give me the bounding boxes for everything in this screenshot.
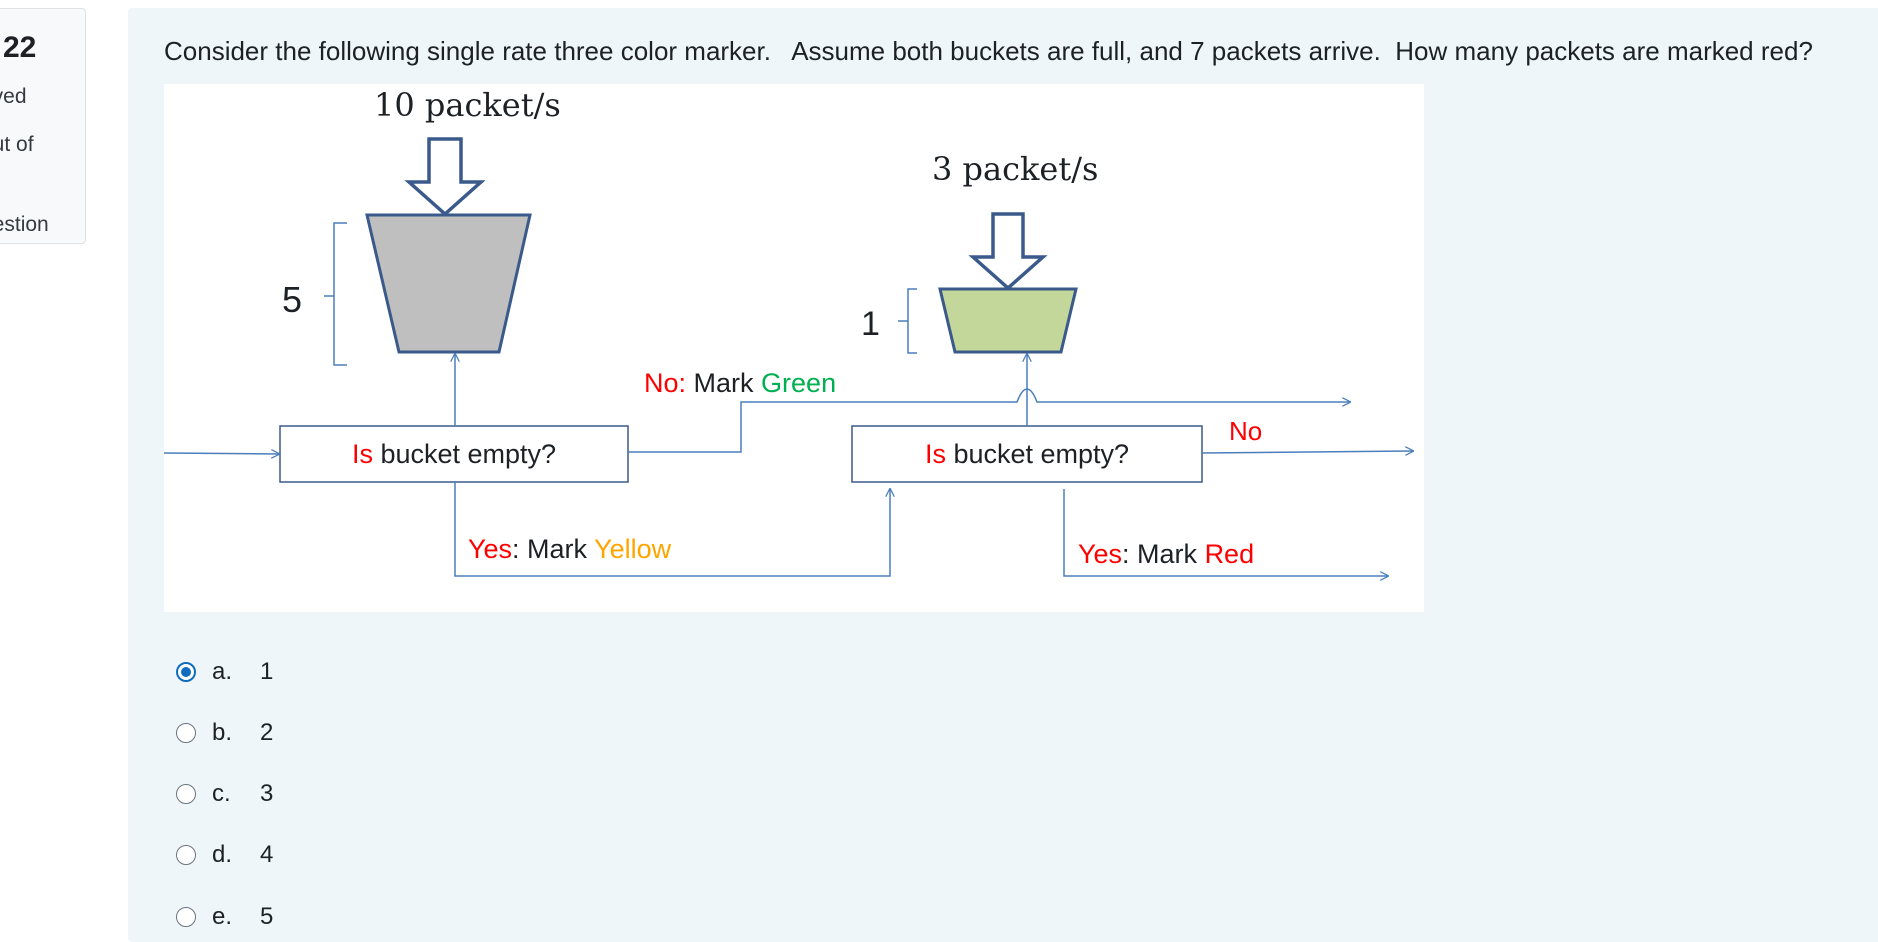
answer-option-a[interactable]: a. 1	[176, 652, 273, 692]
question-text: Consider the following single rate three…	[164, 36, 1813, 66]
radio-button-icon[interactable]	[176, 845, 196, 865]
answer-option-d[interactable]: d. 4	[176, 835, 273, 875]
answer-letter: d.	[212, 841, 233, 868]
no2-arrow	[1201, 451, 1413, 453]
yes-yellow-label: Yes: Mark Yellow	[468, 534, 672, 564]
answer-value: 2	[260, 719, 274, 746]
radio-button-icon[interactable]	[176, 907, 196, 927]
answer-value: 1	[260, 658, 274, 685]
decision-box2-label: Is bucket empty?	[925, 439, 1129, 469]
bucket2	[938, 287, 1078, 354]
question-status: aved	[0, 85, 27, 108]
answer-letter: e.	[212, 903, 233, 930]
answer-letter: c.	[212, 780, 231, 807]
question-number: 22	[3, 31, 37, 64]
answer-value: 3	[260, 780, 274, 807]
answer-value: 5	[260, 903, 274, 930]
bucket2-size: 1	[861, 305, 880, 343]
rate1-arrow-icon	[404, 137, 486, 217]
question-mark: out of	[0, 133, 34, 156]
bucket2-bracket	[898, 288, 917, 354]
decision-box1	[279, 425, 629, 483]
answer-option-e[interactable]: e. 5	[176, 897, 273, 937]
no-green-path	[628, 388, 1350, 453]
question-info-panel: 22 aved out of uestion	[0, 8, 86, 244]
no-green-label: No: Mark Green	[644, 368, 836, 398]
bucket1	[365, 213, 532, 354]
radio-button-selected-icon[interactable]	[176, 662, 196, 682]
answer-option-b[interactable]: b. 2	[176, 713, 273, 753]
yes-yellow-path	[454, 482, 890, 577]
decision-box1-label: Is bucket empty?	[352, 439, 556, 469]
answer-option-c[interactable]: c. 3	[176, 774, 273, 814]
bucket1-size: 5	[282, 279, 302, 320]
no2-label: No	[1229, 416, 1262, 446]
bucket1-bracket	[324, 222, 347, 366]
radio-button-icon[interactable]	[176, 784, 196, 804]
input-arrow	[164, 453, 279, 454]
yes-red-label: Yes: Mark Red	[1078, 539, 1254, 569]
rate1-label: 10 packet/s	[374, 86, 561, 124]
answer-value: 4	[260, 841, 274, 868]
answer-letter: a.	[212, 658, 233, 685]
rate2-label: 3 packet/s	[932, 150, 1098, 188]
answer-letter: b.	[212, 719, 233, 746]
flag-question-link[interactable]: uestion	[0, 213, 49, 236]
radio-button-icon[interactable]	[176, 723, 196, 743]
yes-red-path	[1063, 489, 1388, 576]
srtcm-diagram: 10 packet/s 3 packet/s 5 1 Is bucket emp…	[164, 84, 1424, 612]
rate2-arrow-icon	[968, 212, 1048, 291]
